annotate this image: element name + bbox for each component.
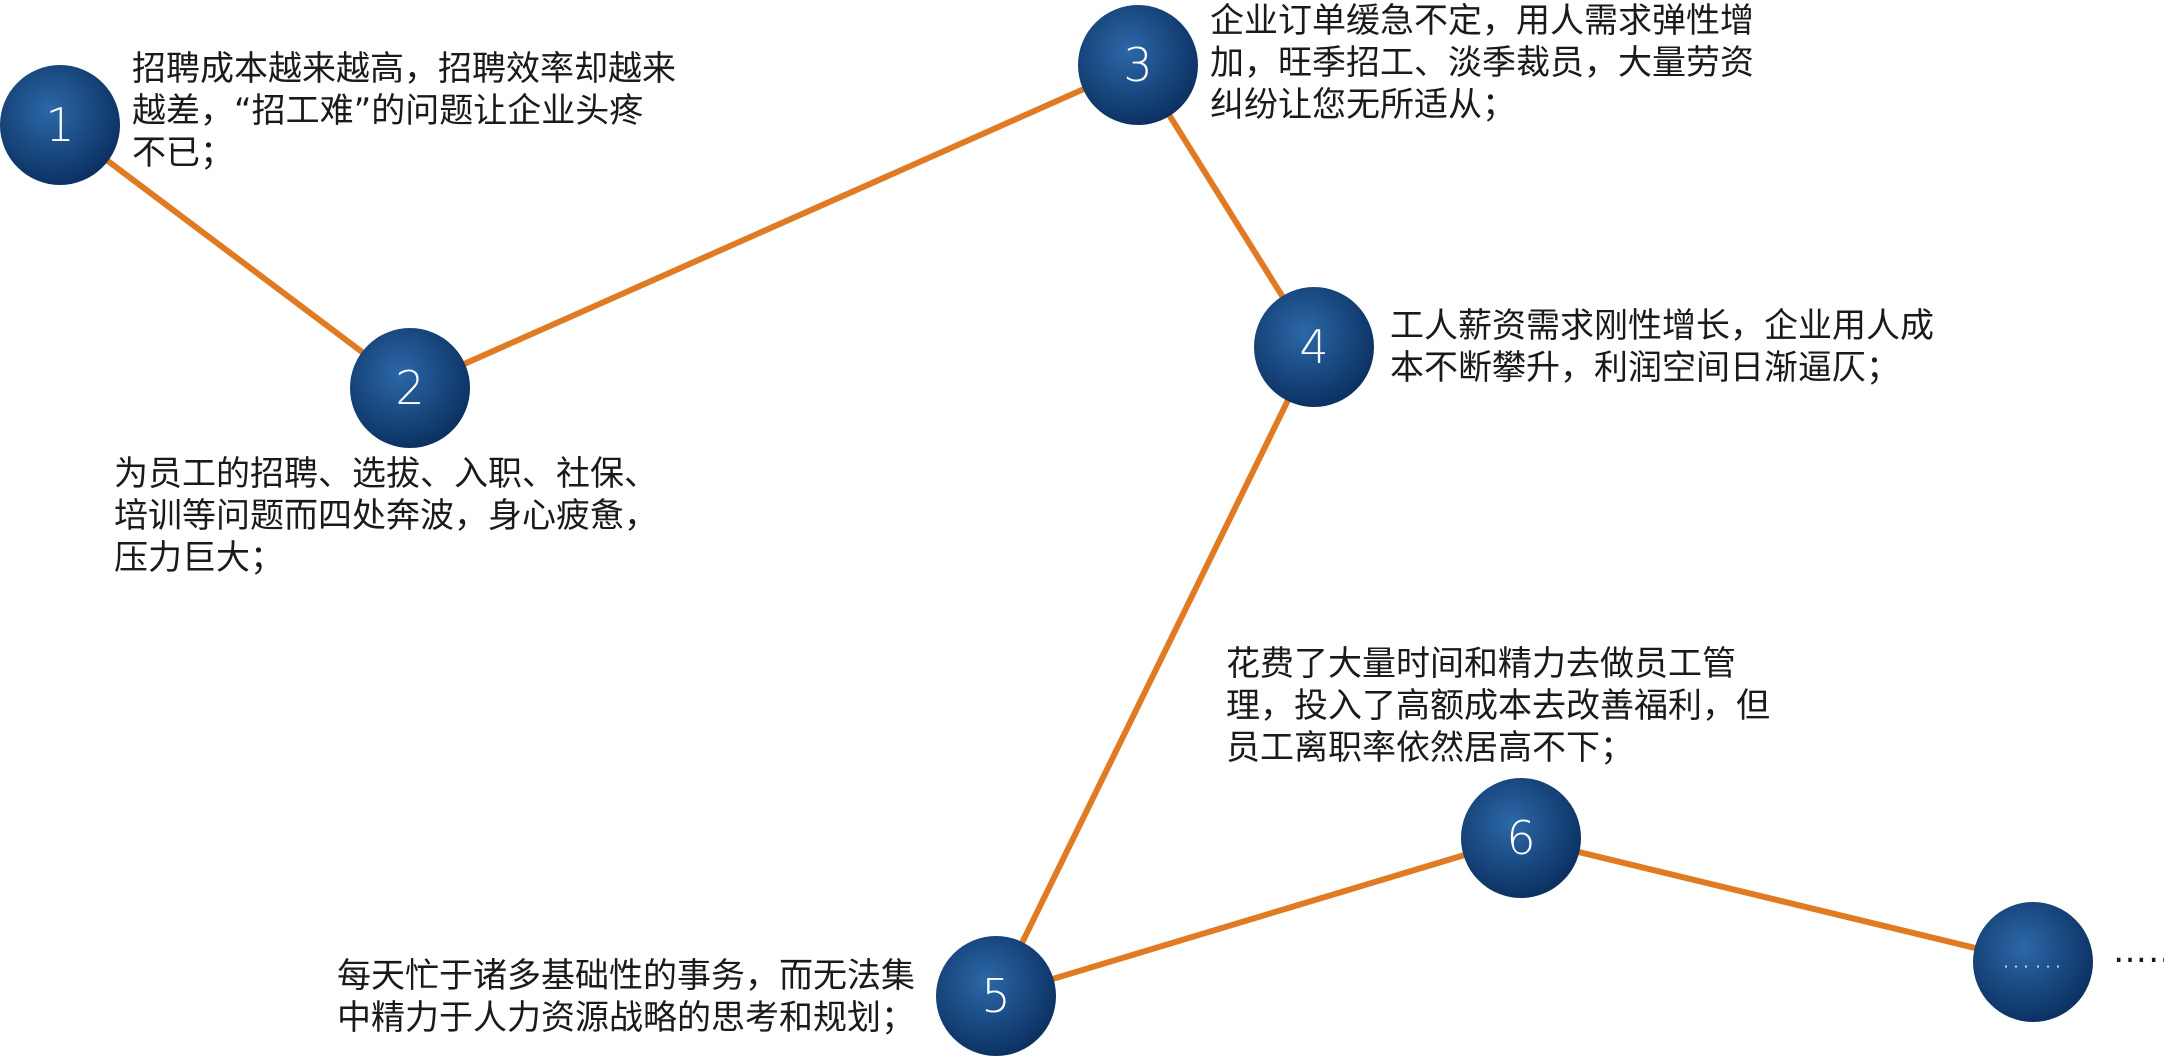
node-2: 2	[350, 328, 470, 448]
node-2-label: 2	[395, 361, 424, 415]
node-5-circle	[936, 936, 1056, 1056]
node-4: 4	[1254, 287, 1374, 407]
node-4-label: 4	[1299, 320, 1328, 374]
connector-6-7	[1518, 835, 2036, 965]
node-6-label: 6	[1506, 811, 1535, 865]
node-1-description: 招聘成本越来越高，招聘效率却越来 越差，“招工难”的问题让企业头疼 不已；	[132, 49, 676, 173]
node-7-circle	[1973, 902, 2093, 1022]
node-3-description: 企业订单缓急不定，用人需求弹性增 加，旺季招工、淡季裁员，大量劳资 纠纷让您无所…	[1210, 1, 1754, 125]
connector-5-6	[993, 835, 1524, 999]
node-5-description: 每天忙于诸多基础性的事务，而无法集 中精力于人力资源战略的思考和规划；	[337, 956, 915, 1038]
node-3: 3	[1078, 5, 1198, 125]
node-3-label: 3	[1123, 38, 1152, 92]
node-5: 5	[936, 936, 1056, 1056]
node-1-circle	[0, 65, 120, 185]
node-3-circle	[1078, 5, 1198, 125]
node-1: 1	[0, 65, 120, 185]
node-7-label: ……	[2001, 941, 2065, 976]
node-2-circle	[350, 328, 470, 448]
node-7: ……	[1973, 902, 2093, 1022]
connector-2-3	[407, 62, 1141, 391]
connector-1-2	[57, 122, 413, 391]
node-6-circle	[1461, 778, 1581, 898]
node-4-description: 工人薪资需求刚性增长，企业用人成 本不断攀升，利润空间日渐逼仄；	[1390, 306, 1934, 388]
node-2-description: 为员工的招聘、选拔、入职、社保、 培训等问题而四处奔波，身心疲惫， 压力巨大；	[114, 454, 658, 578]
node-6: 6	[1461, 778, 1581, 898]
trailing-ellipsis: ……	[2113, 931, 2164, 971]
node-4-circle	[1254, 287, 1374, 407]
node-1-label: 1	[45, 98, 74, 152]
node-5-label: 5	[981, 969, 1010, 1023]
node-6-description: 花费了大量时间和精力去做员工管 理，投入了高额成本去改善福利，但 员工离职率依然…	[1226, 644, 1770, 768]
connector-4-5	[993, 344, 1317, 999]
